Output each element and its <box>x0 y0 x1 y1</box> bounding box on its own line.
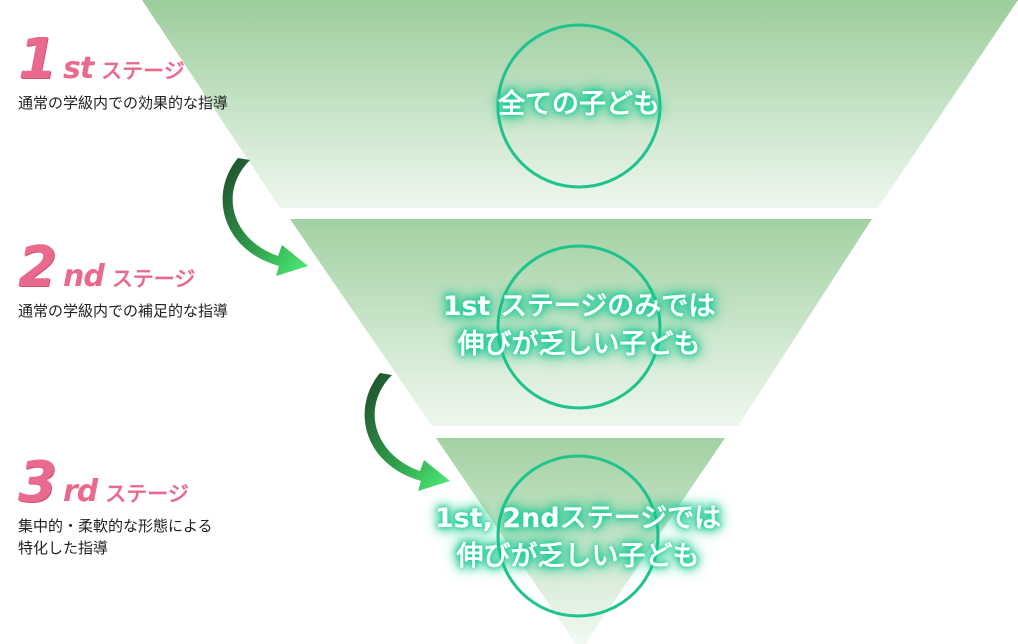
funnel-band-stage-1 <box>142 0 1018 208</box>
stage-1-heading: 1 st ステージ <box>18 32 228 88</box>
stage-3-circle <box>496 454 660 618</box>
stage-2-label: 2 nd ステージ 通常の学級内での補足的な指導 <box>18 240 228 322</box>
stage-2-center-text: 1st ステージのみでは 伸びが乏しい子ども <box>442 291 716 360</box>
stage-1-circle <box>496 23 662 189</box>
stage-2-word: ステージ <box>111 267 196 291</box>
funnel-band-stage-2 <box>290 219 872 426</box>
stage-2-number: 2 <box>18 235 57 300</box>
stage-1-label: 1 st ステージ 通常の学級内での効果的な指導 <box>18 32 228 114</box>
stage-2-description: 通常の学級内での補足的な指導 <box>18 302 229 320</box>
stage-2-heading: 2 nd ステージ <box>18 240 228 296</box>
stage-3-suffix: rd <box>62 474 98 509</box>
stage-3-description: 集中的・柔軟的な形態による 特化した指導 <box>18 517 213 557</box>
stage-3-center-text: 1st, 2ndステージでは 伸びが乏しい子ども <box>434 503 722 572</box>
stage-1-suffix: st <box>62 51 94 86</box>
stage-3-label: 3 rd ステージ 集中的・柔軟的な形態による 特化した指導 <box>18 455 213 559</box>
stage-2-circle <box>496 244 662 410</box>
funnel-band-stage-3 <box>436 438 725 644</box>
stage-1-word: ステージ <box>101 59 185 83</box>
stage-1-number: 1 <box>18 27 57 92</box>
stage-3-number: 3 <box>18 450 57 515</box>
arrow-stage-2-to-3 <box>364 373 450 491</box>
stage-3-word: ステージ <box>105 482 189 506</box>
stage-2-suffix: nd <box>62 259 105 294</box>
stage-1-center-text: 全ての子ども <box>498 89 660 120</box>
stage-3-heading: 3 rd ステージ <box>18 455 213 511</box>
arrow-stage-1-to-2 <box>222 158 308 276</box>
stage-1-description: 通常の学級内での効果的な指導 <box>18 94 229 112</box>
